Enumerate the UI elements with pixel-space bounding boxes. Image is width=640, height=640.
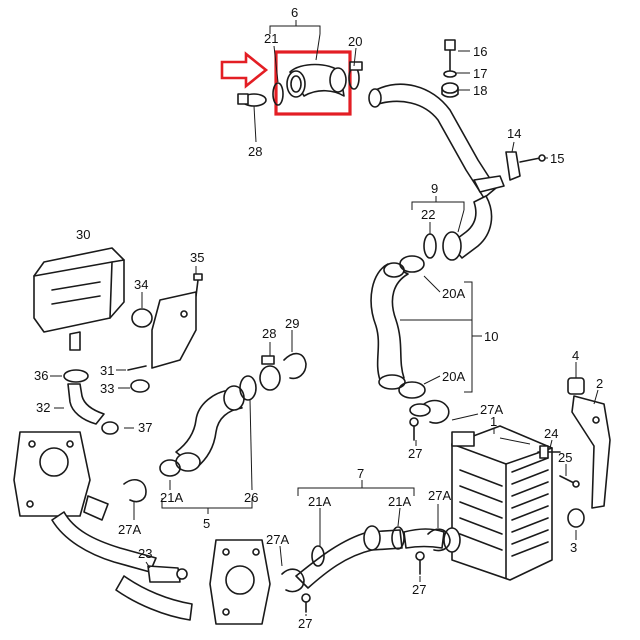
part-15-bolt (519, 154, 546, 163)
label-17: 17 (473, 66, 487, 81)
label-31: 31 (100, 363, 114, 378)
part-32-hose (67, 383, 105, 425)
part-20A-clamp-lower (398, 381, 426, 399)
part-27A-clip-left (123, 479, 147, 503)
part-27-bolt-right (409, 417, 419, 441)
part-27A-clip-mid (281, 568, 305, 593)
label-6: 6 (291, 5, 298, 20)
label-25: 25 (558, 450, 572, 465)
part-24-pin (537, 445, 561, 459)
part-25-bolt (559, 475, 580, 488)
part-36-clamp (63, 369, 89, 383)
part-21A-clamp-mid-right (391, 526, 405, 550)
label-21A-mid-right: 21A (388, 494, 411, 509)
label-10: 10 (484, 329, 498, 344)
part-2-bracket (571, 395, 611, 509)
label-4: 4 (572, 348, 579, 363)
part-18-grommet (441, 82, 459, 98)
part-27-bolt-lower-right (415, 551, 425, 575)
part-33-grommet (130, 379, 150, 393)
label-27-right: 27 (408, 446, 422, 461)
part-5-hose (175, 385, 245, 472)
label-37: 37 (138, 420, 152, 435)
label-21A-left: 21A (160, 490, 183, 505)
part-23-bracket (147, 565, 188, 583)
part-4-rubber-mount (567, 377, 585, 395)
label-5: 5 (203, 516, 210, 531)
part-21A-clamp-left (159, 459, 181, 477)
label-27-mid: 27 (298, 616, 312, 631)
highlight-arrow (220, 51, 269, 89)
part-27A-clip-lower-right (427, 528, 451, 552)
label-32: 32 (36, 400, 50, 415)
part-26-clamp (239, 375, 257, 401)
part-22-clamp (423, 233, 437, 259)
labels: 6 21 20 16 17 18 28 14 15 9 22 30 35 34 … (34, 5, 603, 631)
part-30-resonator (33, 247, 125, 351)
part-16-bolt (444, 39, 456, 75)
part-34-grommet (131, 308, 153, 328)
resonator-bracket (151, 291, 197, 369)
label-29: 29 (285, 316, 299, 331)
label-9: 9 (431, 181, 438, 196)
part-1-intercooler (443, 425, 553, 581)
label-36: 36 (34, 368, 48, 383)
leader-lines (50, 20, 599, 616)
label-20A-upper: 20A (442, 286, 465, 301)
part-28-clamp-mid (259, 355, 281, 391)
part-29-clip (283, 352, 307, 380)
upper-charge-pipe (368, 83, 505, 261)
label-33: 33 (100, 381, 114, 396)
part-7-pipe (295, 525, 445, 589)
part-6-elbow-hose (286, 63, 347, 98)
turbo-flange-left (13, 431, 91, 517)
label-20A-lower: 20A (442, 369, 465, 384)
part-14-bracket (505, 151, 521, 181)
label-14: 14 (507, 126, 521, 141)
part-27-bolt-mid (301, 593, 311, 613)
label-21: 21 (264, 31, 278, 46)
intercooler-fins (459, 457, 549, 557)
label-27-lower-right: 27 (412, 582, 426, 597)
turbo-flange-middle (209, 539, 271, 625)
label-7: 7 (357, 466, 364, 481)
label-27A-lower-right: 27A (428, 488, 451, 503)
label-28-mid: 28 (262, 326, 276, 341)
label-27A-right: 27A (480, 402, 503, 417)
label-2: 2 (596, 376, 603, 391)
label-18: 18 (473, 83, 487, 98)
label-21A-mid-left: 21A (308, 494, 331, 509)
label-23: 23 (138, 546, 152, 561)
part-21-clamp (272, 82, 284, 106)
label-28-top: 28 (248, 144, 262, 159)
label-30: 30 (76, 227, 90, 242)
part-17-washer (443, 70, 457, 78)
label-27A-left: 27A (118, 522, 141, 537)
label-34: 34 (134, 277, 148, 292)
label-16: 16 (473, 44, 487, 59)
label-24: 24 (544, 426, 558, 441)
label-1: 1 (490, 414, 497, 429)
part-28-clamp-top (237, 93, 267, 107)
part-20A-clamp-upper (399, 255, 425, 273)
part-10-hose (370, 262, 409, 390)
label-3: 3 (570, 540, 577, 555)
label-27A-mid: 27A (266, 532, 289, 547)
label-26: 26 (244, 490, 258, 505)
part-37-clamp (101, 421, 119, 435)
part-27A-clip-right (409, 399, 450, 424)
part-21A-clamp-mid-left (311, 545, 325, 567)
label-20: 20 (348, 34, 362, 49)
part-20-clamp (348, 61, 363, 90)
part-3-rubber-mount (567, 508, 585, 528)
label-35: 35 (190, 250, 204, 265)
label-22: 22 (421, 207, 435, 222)
label-15: 15 (550, 151, 564, 166)
part-31-bolt (127, 365, 147, 371)
